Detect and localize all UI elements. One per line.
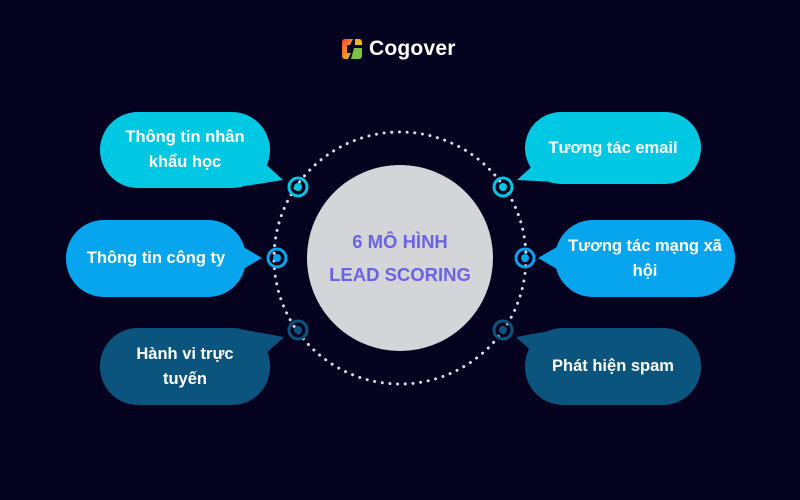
node-email-icon — [492, 176, 514, 198]
bubble-social — [538, 220, 735, 297]
node-behavior-icon — [287, 319, 309, 341]
model-label-company: Thông tin công ty — [86, 249, 226, 267]
brand-name: Cogover — [369, 37, 456, 60]
center-title: 6 MÔ HÌNH LEAD SCORING — [307, 223, 493, 293]
center-circle — [307, 165, 493, 351]
node-markers — [266, 176, 536, 341]
model-label-online-behavior: Hành vi trực tuyến — [136, 344, 234, 388]
center-title-line1: 6 MÔ HÌNH — [352, 231, 448, 252]
cogover-logo-icon — [342, 39, 362, 59]
bubble-email — [517, 112, 701, 184]
model-label-demographic: Thông tin nhân khẩu học — [125, 128, 245, 171]
node-spam-icon — [492, 319, 514, 341]
bubble-online-behavior — [100, 328, 284, 405]
node-demographic-icon — [287, 176, 309, 198]
bubble-demographic — [100, 112, 283, 188]
node-social-icon — [514, 247, 536, 269]
center-title-line2: LEAD SCORING — [329, 264, 471, 285]
model-label-social: Tương tác mạng xã hội — [568, 236, 722, 280]
node-company-icon — [266, 247, 288, 269]
bubble-spam — [516, 328, 701, 405]
bubble-company — [66, 220, 262, 297]
brand-logo: Cogover — [341, 36, 456, 62]
model-label-spam: Phát hiện spam — [552, 357, 674, 375]
model-label-email: Tương tác email — [548, 138, 678, 157]
